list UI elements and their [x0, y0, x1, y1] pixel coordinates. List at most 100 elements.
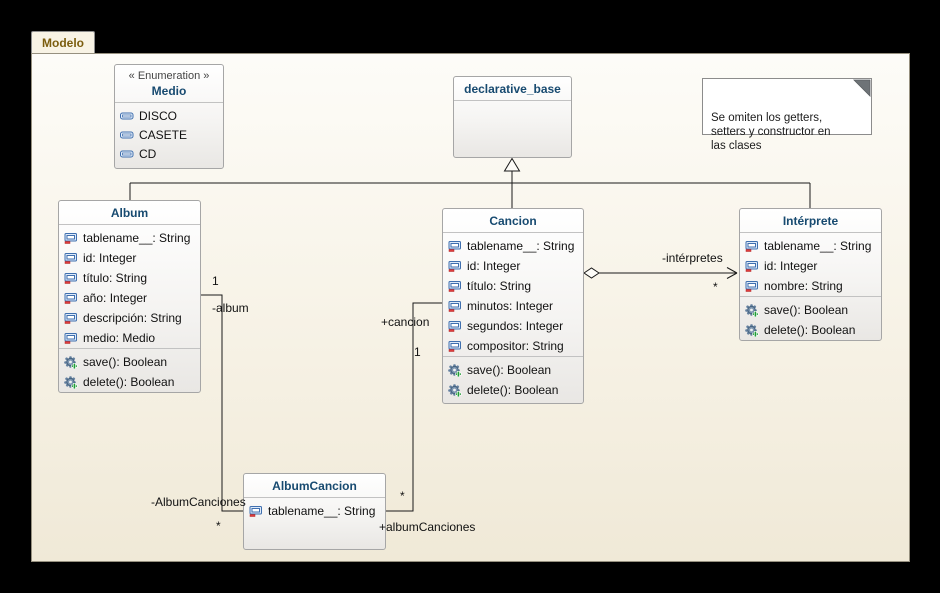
multiplicity-label: 1 — [414, 345, 421, 359]
operation-icon — [448, 363, 462, 377]
attribute-row: compositor: String — [443, 336, 583, 356]
enum-literal-text: DISCO — [139, 108, 178, 123]
operation-row: delete(): Boolean — [443, 380, 583, 400]
multiplicity-label: * — [216, 519, 221, 533]
attributes-compartment: tablename__: String id: Integer título: … — [443, 233, 583, 356]
enumeration-stereotype: « Enumeration » — [128, 70, 210, 82]
operation-text: delete(): Boolean — [467, 383, 559, 397]
attribute-row: título: String — [443, 276, 583, 296]
role-label: -album — [212, 301, 249, 315]
frame-title: Modelo — [42, 36, 84, 50]
attribute-icon — [745, 261, 758, 272]
operation-row: save(): Boolean — [59, 352, 200, 372]
attribute-row: tablename__: String — [244, 501, 385, 521]
attribute-icon — [249, 506, 262, 517]
attribute-row: segundos: Integer — [443, 316, 583, 336]
attribute-row: id: Integer — [59, 248, 200, 268]
operations-compartment: save(): Boolean delete(): Boolean — [740, 296, 881, 340]
enumeration-name: Medio — [151, 84, 187, 98]
attribute-text: minutos: Integer — [467, 299, 554, 313]
operation-text: save(): Boolean — [83, 355, 168, 369]
attribute-icon — [64, 333, 77, 344]
operation-icon — [745, 323, 759, 337]
attribute-row: id: Integer — [740, 256, 881, 276]
operation-text: save(): Boolean — [467, 363, 552, 377]
attribute-icon — [745, 241, 758, 252]
attribute-text: segundos: Integer — [467, 319, 564, 333]
comment-note[interactable]: Se omiten los getters, setters y constru… — [702, 78, 872, 152]
class-title: AlbumCancion — [244, 474, 385, 498]
operations-compartment: save(): Boolean delete(): Boolean — [59, 348, 200, 392]
multiplicity-label: * — [400, 489, 405, 503]
operation-icon — [64, 355, 78, 369]
enum-literal-text: CASETE — [139, 127, 188, 142]
attribute-text: tablename__: String — [467, 239, 575, 253]
note-text: Se omiten los getters, setters y constru… — [711, 112, 831, 152]
attribute-text: id: Integer — [467, 259, 521, 273]
enum-literal-icon — [120, 131, 134, 138]
role-label: +cancion — [381, 315, 430, 329]
frame-tab[interactable]: Modelo — [31, 31, 95, 54]
note-fold-icon — [853, 79, 871, 97]
enum-literal-row: DISCO — [115, 106, 223, 125]
attribute-text: título: String — [467, 279, 532, 293]
attributes-compartment: tablename__: String id: Integer título: … — [59, 225, 200, 348]
attribute-text: id: Integer — [83, 251, 137, 265]
enumeration-header: « Enumeration » Medio — [115, 65, 223, 103]
class-interprete-box[interactable]: Intérprete tablename__: String id: Integ… — [739, 208, 882, 341]
operation-row: save(): Boolean — [740, 300, 881, 320]
attribute-row: tablename__: String — [59, 228, 200, 248]
attribute-text: tablename__: String — [83, 231, 191, 245]
attribute-row: descripción: String — [59, 308, 200, 328]
enum-literal-icon — [120, 112, 134, 119]
attribute-icon — [448, 241, 461, 252]
attribute-row: tablename__: String — [740, 236, 881, 256]
attribute-text: año: Integer — [83, 291, 148, 305]
enumeration-medio-box[interactable]: « Enumeration » Medio DISCO CASETE CD — [114, 64, 224, 169]
operation-row: delete(): Boolean — [740, 320, 881, 340]
attribute-icon — [745, 281, 758, 292]
empty-compartment — [454, 101, 571, 157]
operation-text: save(): Boolean — [764, 303, 849, 317]
class-declarative-base-box[interactable]: declarative_base — [453, 76, 572, 158]
attribute-icon — [64, 293, 77, 304]
class-album-box[interactable]: Album tablename__: String id: Integer tí… — [58, 200, 201, 393]
enum-literal-row: CD — [115, 144, 223, 163]
class-title: declarative_base — [454, 77, 571, 101]
class-title: Album — [59, 201, 200, 225]
attribute-icon — [64, 233, 77, 244]
role-label: -intérpretes — [662, 251, 723, 265]
class-title: Cancion — [443, 209, 583, 233]
operation-text: delete(): Boolean — [83, 375, 175, 389]
attribute-text: id: Integer — [764, 259, 818, 273]
attribute-icon — [448, 341, 461, 352]
attribute-icon — [64, 273, 77, 284]
attribute-text: nombre: String — [764, 279, 843, 293]
class-title: Intérprete — [740, 209, 881, 233]
operations-compartment: save(): Boolean delete(): Boolean — [443, 356, 583, 403]
attribute-text: tablename__: String — [764, 239, 872, 253]
attribute-row: id: Integer — [443, 256, 583, 276]
attribute-row: tablename__: String — [443, 236, 583, 256]
attributes-compartment: tablename__: String — [244, 498, 385, 549]
attribute-row: año: Integer — [59, 288, 200, 308]
attribute-icon — [448, 281, 461, 292]
class-albumcancion-box[interactable]: AlbumCancion tablename__: String — [243, 473, 386, 550]
attribute-text: tablename__: String — [268, 504, 376, 518]
attribute-icon — [448, 321, 461, 332]
role-label: +albumCanciones — [379, 520, 476, 534]
attribute-text: descripción: String — [83, 311, 182, 325]
attribute-icon — [448, 261, 461, 272]
enumeration-literals: DISCO CASETE CD — [115, 103, 223, 168]
role-label: -AlbumCanciones — [151, 495, 246, 509]
attribute-row: medio: Medio — [59, 328, 200, 348]
operation-icon — [448, 383, 462, 397]
class-cancion-box[interactable]: Cancion tablename__: String id: Integer … — [442, 208, 584, 404]
attribute-row: nombre: String — [740, 276, 881, 296]
attributes-compartment: tablename__: String id: Integer nombre: … — [740, 233, 881, 296]
enum-literal-text: CD — [139, 146, 157, 161]
attribute-text: medio: Medio — [83, 331, 156, 345]
attribute-icon — [64, 313, 77, 324]
attribute-icon — [64, 253, 77, 264]
